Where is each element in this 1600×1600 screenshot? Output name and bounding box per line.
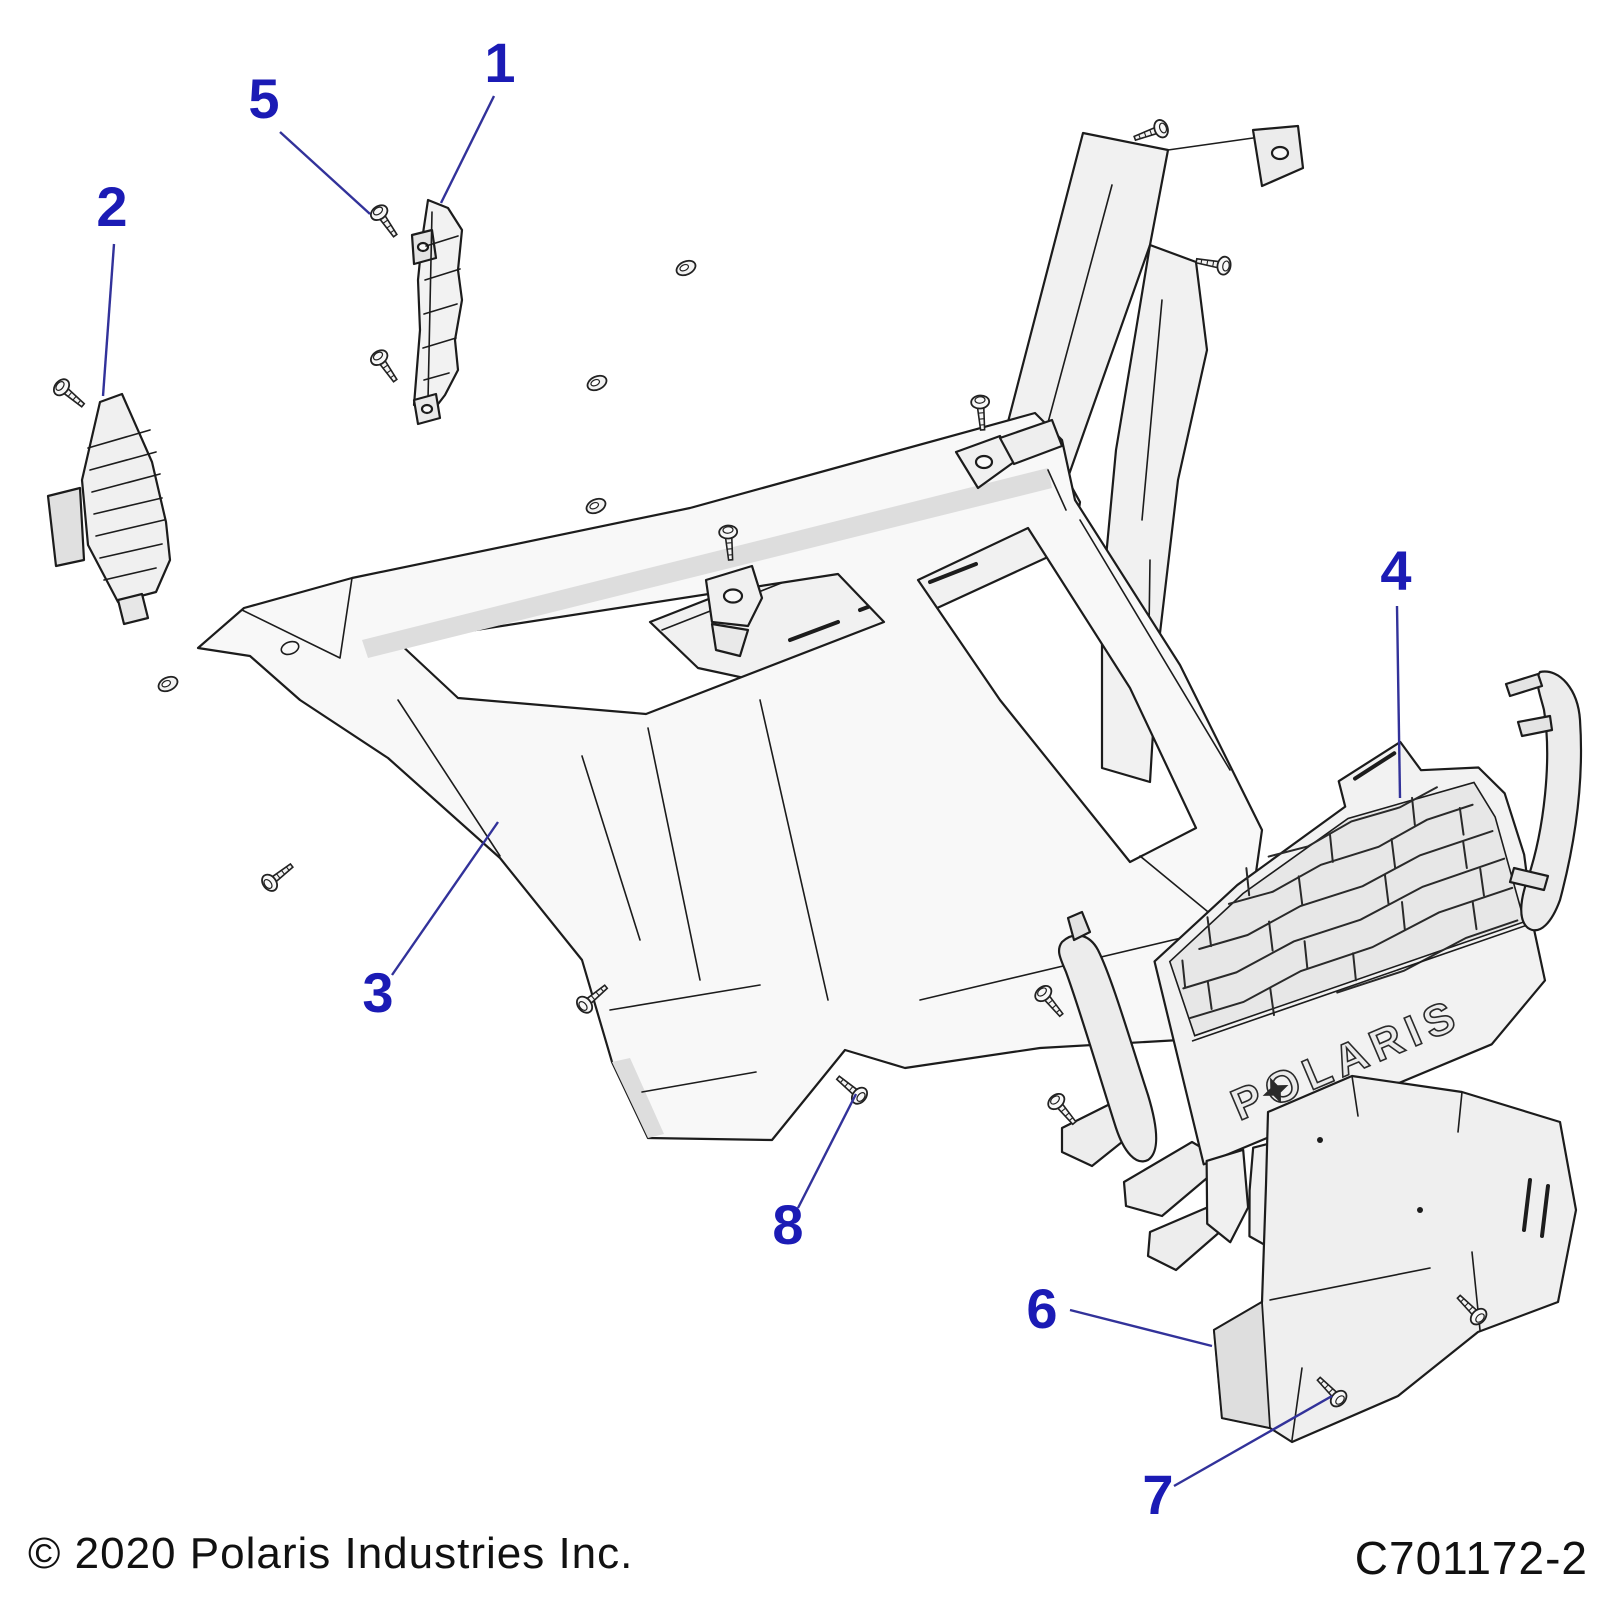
- leader-line-3: [391, 821, 499, 976]
- callout-number-4: 4: [1380, 539, 1411, 602]
- leader-line-5: [279, 131, 371, 215]
- leader-line-4: [1395, 605, 1402, 799]
- front-bumper-fascia: [196, 411, 1264, 1142]
- leader-line-8: [796, 1093, 858, 1209]
- screw-fastener: [49, 375, 90, 414]
- leader-line-6: [1069, 1308, 1213, 1348]
- push-clip: [155, 672, 181, 696]
- callout-number-6: 6: [1026, 1277, 1057, 1340]
- lower-bumper-fascia: [1212, 1074, 1578, 1444]
- callout-number-5: 5: [248, 67, 279, 130]
- drawing-code-text: C701172-2: [1355, 1532, 1588, 1584]
- callout-layer: 1 2 3 4 5 6 7 8: [96, 31, 1411, 1526]
- leader-line-7: [1173, 1394, 1333, 1488]
- callout-number-1: 1: [484, 31, 515, 94]
- callout-number-3: 3: [362, 961, 393, 1024]
- leader-line-1: [439, 95, 496, 204]
- push-clip: [583, 494, 609, 518]
- screw-fastener: [1193, 251, 1233, 277]
- push-clip: [584, 371, 610, 395]
- screw-fastener: [1130, 117, 1172, 148]
- rail-mount-tabs: [704, 418, 1064, 658]
- push-clip: [673, 256, 699, 280]
- side-vent-grille: [46, 392, 172, 626]
- fascia-body: [196, 411, 1264, 1142]
- screw-fastener: [367, 346, 404, 387]
- callout-number-7: 7: [1142, 1463, 1173, 1526]
- grille-side-trim-left: [1057, 910, 1158, 1163]
- copyright-text: © 2020 Polaris Industries Inc.: [28, 1529, 633, 1578]
- polaris-star-icon: [1262, 1077, 1289, 1104]
- screw-fastener: [367, 201, 404, 242]
- callout-number-2: 2: [96, 175, 127, 238]
- callout-number-8: 8: [772, 1193, 803, 1256]
- upper-mount-bracket: [410, 198, 464, 426]
- grille-side-trim-right: [1504, 670, 1583, 932]
- screw-fastener: [258, 857, 299, 895]
- leader-line-2: [101, 243, 116, 397]
